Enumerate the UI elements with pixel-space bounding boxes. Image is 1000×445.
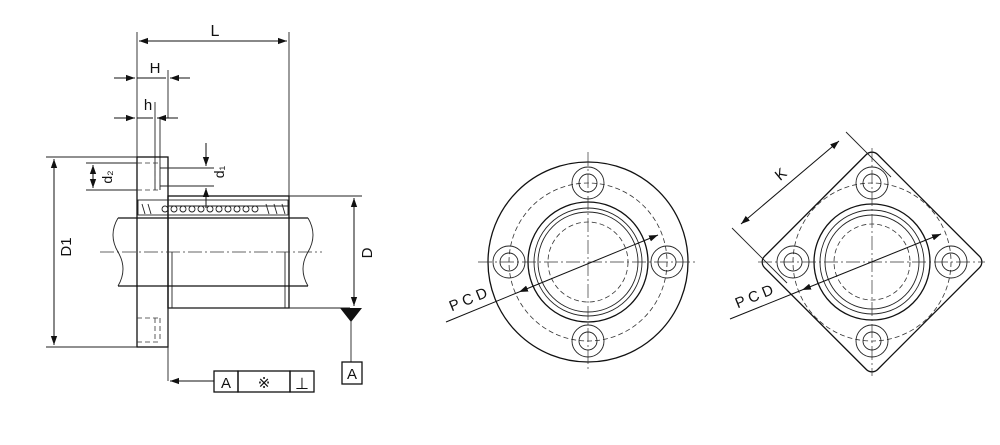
shaft xyxy=(100,217,322,287)
square-mount-hole-bottom xyxy=(855,324,889,358)
label-l: L xyxy=(211,23,220,40)
label-h-lower: h xyxy=(144,97,152,114)
mount-hole-bottom xyxy=(571,324,605,358)
datum-a-label: A xyxy=(347,366,357,383)
datum-a: A xyxy=(168,307,363,385)
label-h-upper: H xyxy=(150,60,161,77)
round-flange-view: P C D xyxy=(445,152,698,372)
perpendicularity-symbol: ⊥ xyxy=(295,376,309,393)
pcd-label-square: P C D xyxy=(733,281,776,312)
pcd-label-round: P C D xyxy=(447,284,490,315)
tolerance-ref: A xyxy=(221,375,231,392)
tolerance-symbol: ※ xyxy=(258,375,271,392)
label-d1-flange: D1 xyxy=(58,237,75,256)
dimension-d1-hole: d₁ xyxy=(160,143,227,208)
label-d2: d₂ xyxy=(99,170,115,183)
mount-hole-top xyxy=(571,166,605,200)
label-d: D xyxy=(359,247,376,258)
dimension-h-upper: H xyxy=(114,60,190,118)
square-flange-view: K P C D xyxy=(729,131,985,376)
square-mount-hole-top xyxy=(855,166,889,200)
label-d1-hole: d₁ xyxy=(211,165,227,178)
dimension-d1-flange: D1 xyxy=(46,156,137,348)
dimension-d2: d₂ xyxy=(86,162,137,191)
tolerance-frame: A ※ ⊥ xyxy=(167,308,315,393)
k-label: K xyxy=(772,165,791,184)
side-view: L H h xyxy=(46,23,376,393)
ball-row xyxy=(137,199,289,216)
